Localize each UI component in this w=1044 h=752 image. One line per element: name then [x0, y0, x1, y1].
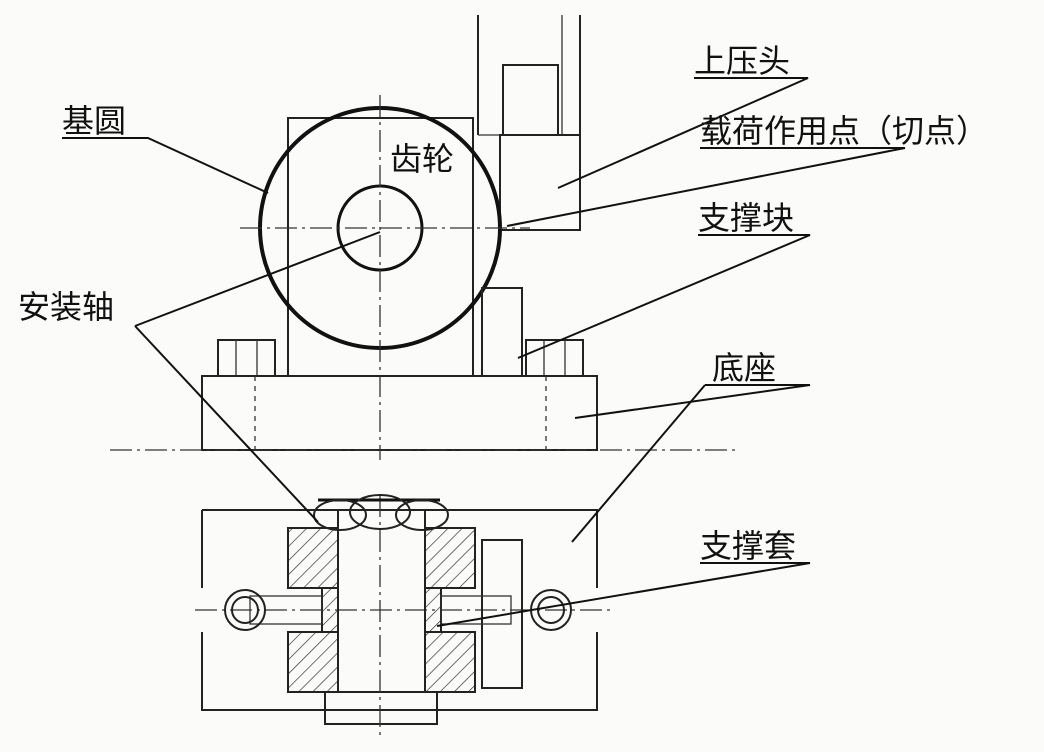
top-view [195, 494, 610, 735]
label-support-sleeve: 支撑套 [700, 527, 796, 565]
support-sleeve-top-left [287, 527, 339, 589]
label-base: 底座 [712, 349, 776, 387]
support-sleeve-top-right [424, 527, 476, 589]
label-gear: 齿轮 [390, 140, 454, 178]
gear-profile-top [313, 494, 449, 531]
label-base-circle: 基圆 [62, 102, 126, 140]
front-view [201, 15, 598, 460]
bolt-head-right [525, 339, 584, 377]
label-mounting-shaft: 安装轴 [18, 288, 114, 326]
leader-lines [62, 77, 906, 627]
mounting-shaft [337, 509, 426, 693]
bolt-left-top [224, 589, 323, 631]
support-sleeve-inner-left [321, 587, 339, 633]
label-load-point: 载荷作用点（切点） [700, 112, 988, 150]
base-front [201, 375, 598, 451]
label-support-block: 支撑块 [698, 199, 794, 237]
support-sleeve-bottom-right [424, 631, 476, 693]
support-block-top [481, 539, 523, 689]
upper-press-head [477, 15, 581, 231]
support-block [481, 287, 523, 377]
bolt-head-left [217, 339, 276, 377]
label-upper-press-head: 上压头 [694, 42, 790, 80]
support-sleeve-bottom-left [287, 631, 339, 693]
